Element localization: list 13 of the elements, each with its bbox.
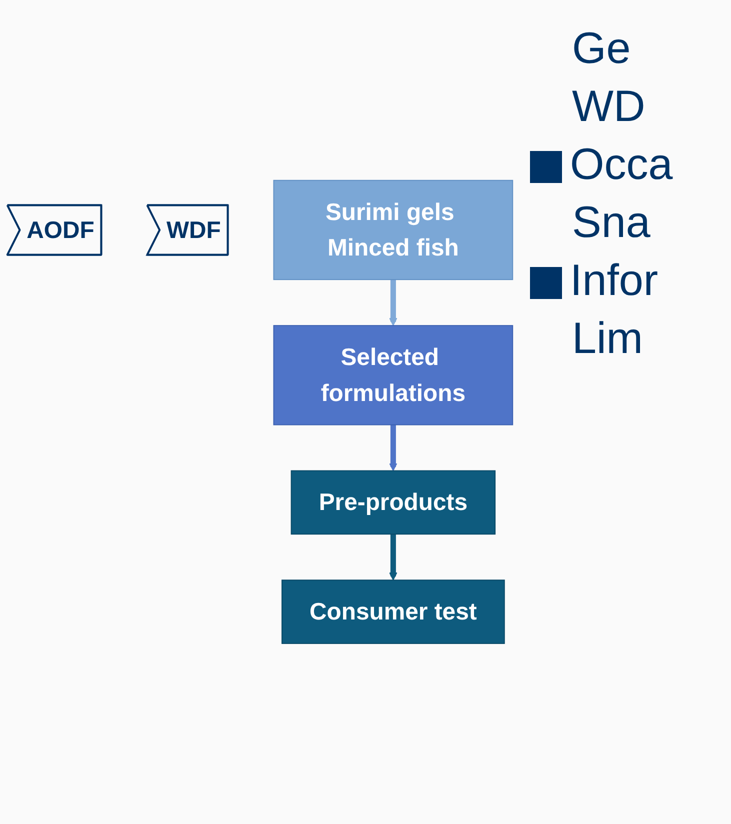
bullet-text: Lim [572,314,643,363]
bullet-text: Occa [570,140,673,189]
arrow [389,280,398,326]
node-box: Consumer test [282,580,505,644]
bullet-text: Ge [572,24,631,73]
bullet-text: Sna [572,198,650,247]
arrow [389,534,398,581]
node-box: Pre-products [290,470,496,535]
node-box: Surimi gels Minced fish [273,180,514,280]
arrow [389,424,398,472]
bullet-text: Infor [570,256,658,305]
node-box: Selected formulations [273,325,514,426]
bullet-text: WD [572,82,646,131]
